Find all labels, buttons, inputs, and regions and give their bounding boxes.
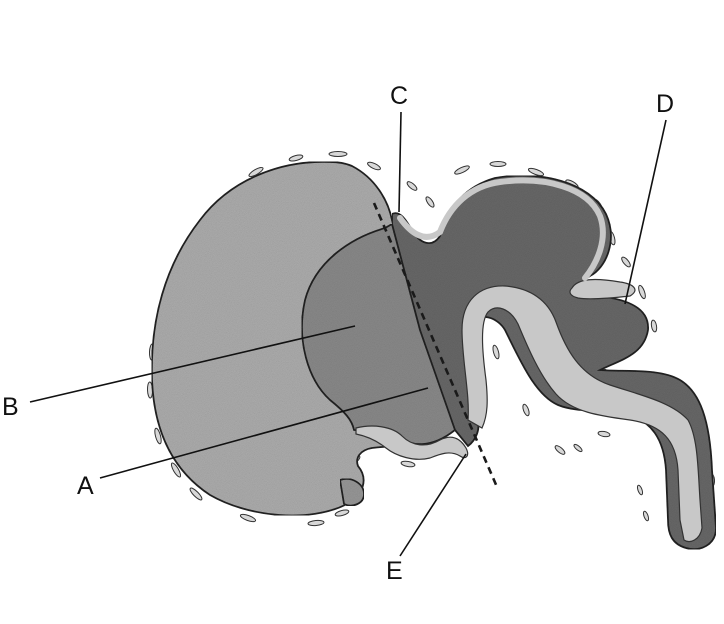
leader-d [624,119,667,305]
small-bud [338,478,365,507]
label-d: D [656,90,674,118]
ventricle-lumen [355,425,469,460]
lumen-d [569,278,636,300]
label-c: C [390,82,408,110]
label-e: E [386,557,403,585]
leader-a [99,387,429,479]
label-a: A [77,472,94,500]
leader-b [29,325,356,403]
neural-tube-lumen [461,285,703,543]
roof-lumen [397,177,606,281]
dashed-boundary-line [372,202,499,488]
leader-c [398,111,402,213]
label-b: B [2,393,19,421]
leader-e [399,453,467,557]
